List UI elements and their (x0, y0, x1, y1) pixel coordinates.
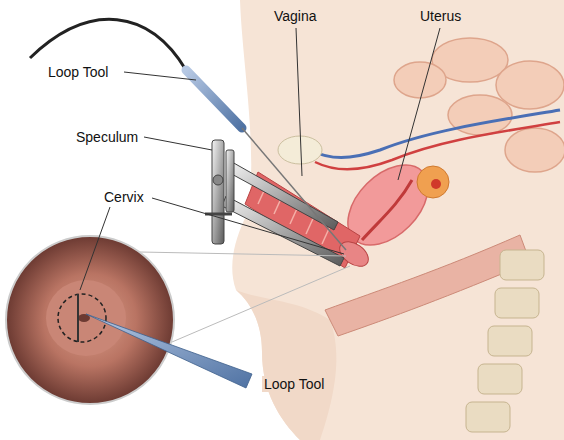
loop-wire-inset (77, 294, 79, 342)
leader-lines (144, 137, 212, 150)
thigh (236, 290, 336, 440)
vein (310, 110, 560, 158)
loop-tool-inset (86, 314, 252, 388)
spine (466, 402, 510, 432)
leader-lines (296, 28, 302, 176)
spine (478, 364, 522, 394)
leader-lines (152, 198, 344, 254)
inset-cervix (46, 280, 126, 356)
part-label: Speculum (74, 129, 140, 145)
cone-line (172, 266, 350, 342)
speculum (213, 175, 223, 185)
uterine-cavity (362, 180, 412, 240)
intestines (505, 128, 564, 172)
spine (488, 326, 532, 356)
rectum (325, 235, 530, 336)
intestines (394, 62, 446, 98)
speculum (228, 162, 338, 230)
artery (315, 122, 560, 169)
pubic-bone (278, 136, 322, 164)
spine (495, 288, 539, 318)
leader-lines (398, 28, 440, 180)
loop-cable (30, 19, 186, 70)
intestines (394, 38, 564, 172)
part-label: Vagina (272, 8, 319, 24)
loop-handle (186, 70, 242, 128)
intestines (496, 61, 564, 109)
cone-line (140, 252, 346, 256)
excision-outline (58, 294, 106, 342)
leader-lines (124, 72, 196, 80)
part-label: Cervix (102, 189, 146, 205)
ovary (417, 166, 449, 198)
leader-lines (80, 207, 110, 290)
body-outline (232, 0, 564, 440)
spine (500, 250, 544, 280)
part-label: Loop Tool (262, 376, 326, 392)
cervix-shape (335, 237, 373, 272)
leader-lines (80, 28, 440, 290)
spine (466, 250, 544, 432)
speculum (205, 140, 344, 266)
ovary-dot (431, 179, 441, 189)
speculum (226, 150, 234, 212)
part-label: Uterus (418, 8, 463, 24)
speculum (212, 140, 224, 244)
part-label: Loop Tool (46, 64, 110, 80)
loop-wire (242, 128, 346, 250)
